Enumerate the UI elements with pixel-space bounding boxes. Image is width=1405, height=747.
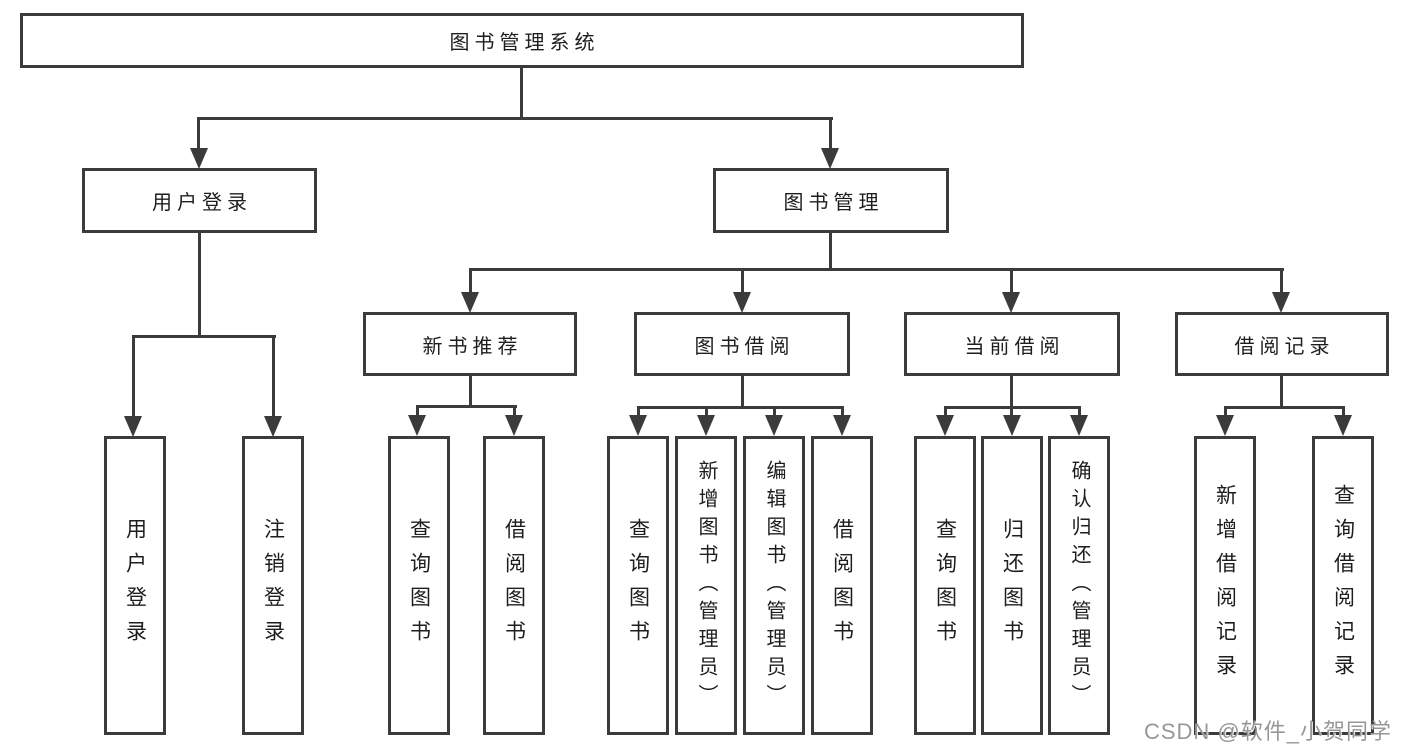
leaf-borrow-books-borrowing: 借阅图书: [811, 436, 873, 735]
connector-line: [272, 337, 275, 417]
leaf-query-books-borrowing-label: 查询图书: [626, 517, 650, 654]
leaf-query-books-borrowing: 查询图书: [607, 436, 669, 735]
leaf-add-books-admin: 新增图书（管理员）: [675, 436, 737, 735]
node-new-book-recommendation: 新书推荐: [363, 312, 577, 376]
connector-line: [416, 407, 419, 416]
connector-line: [637, 408, 640, 416]
connector-line: [944, 408, 947, 416]
leaf-borrow-books-recommend: 借阅图书: [483, 436, 545, 735]
node-user-login-label: 用户登录: [152, 192, 252, 214]
node-book-borrowing-label: 图书借阅: [694, 335, 795, 358]
leaf-add-borrow-record-label: 新增借阅记录: [1213, 483, 1237, 688]
leaf-query-books-recommend-label: 查询图书: [407, 517, 431, 654]
connector-line: [469, 376, 472, 407]
arrow-down-icon: [1216, 415, 1234, 436]
connector-line: [197, 119, 200, 149]
arrow-down-icon: [1334, 415, 1352, 436]
arrow-down-icon: [1002, 292, 1020, 313]
arrow-down-icon: [461, 292, 479, 313]
connector-line: [1280, 270, 1283, 293]
leaf-return-books-label: 归还图书: [1000, 517, 1024, 654]
node-borrowing-records: 借阅记录: [1175, 312, 1389, 376]
connector-line: [520, 68, 523, 118]
connector-line: [773, 408, 776, 416]
arrow-down-icon: [264, 416, 282, 437]
arrow-down-icon: [190, 148, 208, 169]
arrow-down-icon: [833, 415, 851, 436]
leaf-return-books: 归还图书: [981, 436, 1043, 735]
leaf-confirm-return-admin-label: 确认归还（管理员）: [1068, 459, 1090, 712]
leaf-add-borrow-record: 新增借阅记录: [1194, 436, 1256, 735]
leaf-edit-books-admin-label: 编辑图书（管理员）: [763, 459, 785, 712]
connector-line: [829, 119, 832, 149]
connector-line: [1342, 408, 1345, 416]
leaf-logout-login-label: 注销登录: [261, 517, 285, 654]
arrow-down-icon: [124, 416, 142, 437]
watermark: CSDN @软件_小贺同学: [1143, 719, 1392, 744]
arrow-down-icon: [1003, 415, 1021, 436]
node-user-login: 用户登录: [82, 168, 317, 233]
node-new-book-recommendation-label: 新书推荐: [422, 335, 523, 358]
connector-line: [1224, 406, 1345, 409]
leaf-confirm-return-admin: 确认归还（管理员）: [1048, 436, 1110, 735]
connector-line: [513, 407, 516, 416]
connector-line: [705, 408, 708, 416]
arrow-down-icon: [629, 415, 647, 436]
leaf-query-books-current-label: 查询图书: [933, 517, 957, 654]
connector-line: [1010, 376, 1013, 407]
connector-line: [1224, 408, 1227, 416]
leaf-query-borrow-record: 查询借阅记录: [1312, 436, 1374, 735]
node-current-borrowing-label: 当前借阅: [964, 335, 1065, 358]
leaf-user-login: 用户登录: [104, 436, 166, 735]
leaf-borrow-books-borrowing-label: 借阅图书: [830, 517, 854, 654]
leaf-query-borrow-record-label: 查询借阅记录: [1331, 483, 1355, 688]
node-book-management-label: 图书管理: [783, 192, 884, 214]
arrow-down-icon: [821, 148, 839, 169]
leaf-query-books-recommend: 查询图书: [388, 436, 450, 735]
connector-line: [1078, 408, 1081, 416]
arrow-down-icon: [505, 415, 523, 436]
node-book-borrowing: 图书借阅: [634, 312, 850, 376]
node-borrowing-records-label: 借阅记录: [1234, 335, 1335, 358]
connector-line: [1010, 270, 1013, 293]
connector-line: [197, 117, 833, 120]
connector-line: [198, 233, 201, 337]
node-library-system: 图书管理系统: [20, 13, 1024, 68]
connector-line: [469, 270, 472, 293]
connector-line: [1280, 376, 1283, 407]
connector-line: [741, 270, 744, 293]
connector-line: [469, 268, 1284, 271]
node-current-borrowing: 当前借阅: [904, 312, 1120, 376]
leaf-user-login-label: 用户登录: [123, 517, 147, 654]
arrow-down-icon: [1272, 292, 1290, 313]
arrow-down-icon: [697, 415, 715, 436]
connector-line: [637, 406, 844, 409]
leaf-logout-login: 注销登录: [242, 436, 304, 735]
node-book-management: 图书管理: [713, 168, 949, 233]
connector-line: [1010, 408, 1013, 416]
connector-line: [132, 337, 135, 417]
connector-line: [829, 233, 832, 270]
connector-line: [132, 335, 276, 338]
arrow-down-icon: [408, 415, 426, 436]
arrow-down-icon: [733, 292, 751, 313]
leaf-add-books-admin-label: 新增图书（管理员）: [695, 459, 717, 712]
arrow-down-icon: [1070, 415, 1088, 436]
connector-line: [416, 405, 517, 408]
arrow-down-icon: [936, 415, 954, 436]
connector-line: [944, 406, 1081, 409]
arrow-down-icon: [765, 415, 783, 436]
leaf-edit-books-admin: 编辑图书（管理员）: [743, 436, 805, 735]
leaf-borrow-books-recommend-label: 借阅图书: [502, 517, 526, 654]
connector-line: [741, 376, 744, 407]
node-library-system-label: 图书管理系统: [449, 32, 600, 54]
connector-line: [841, 408, 844, 416]
leaf-query-books-current: 查询图书: [914, 436, 976, 735]
